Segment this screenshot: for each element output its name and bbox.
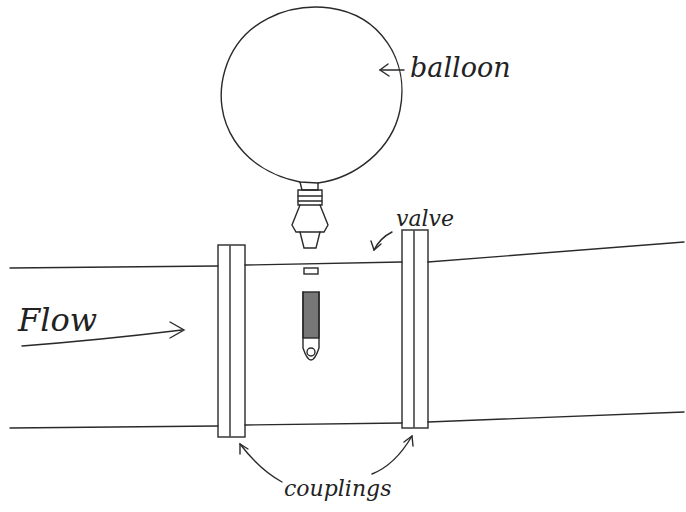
valve-stem-lower bbox=[304, 268, 318, 274]
coupling-line bbox=[229, 246, 230, 436]
balloon-leader-head bbox=[380, 64, 389, 76]
coupling-leader bbox=[372, 436, 412, 474]
pipe-top-wall bbox=[10, 242, 684, 268]
valve-band bbox=[298, 195, 322, 196]
pipe-bottom-wall bbox=[10, 412, 684, 428]
valve-leader-head bbox=[371, 241, 381, 250]
flow-arrowhead bbox=[170, 322, 184, 338]
flow-label: Flow bbox=[18, 304, 97, 336]
balloon-knot bbox=[300, 182, 318, 190]
coupling-leader-head bbox=[404, 436, 413, 446]
balloon-leader bbox=[380, 69, 404, 70]
valve-pivot bbox=[307, 348, 315, 356]
coupling-line bbox=[413, 231, 414, 427]
valve-stem bbox=[300, 232, 320, 248]
valve-label: valve bbox=[396, 208, 454, 230]
valve-nozzle bbox=[298, 190, 322, 205]
coupling-leader-head bbox=[240, 444, 248, 454]
coupling-leader bbox=[240, 444, 282, 482]
valve-band bbox=[298, 200, 322, 201]
valve-handle bbox=[303, 292, 319, 338]
couplings-label: couplings bbox=[284, 478, 391, 500]
coupling bbox=[218, 245, 245, 437]
valve-handle-outline bbox=[303, 292, 319, 360]
valve-body bbox=[292, 205, 328, 232]
balloon bbox=[221, 7, 402, 183]
coupling bbox=[402, 230, 428, 428]
balloon-label: balloon bbox=[410, 54, 511, 81]
